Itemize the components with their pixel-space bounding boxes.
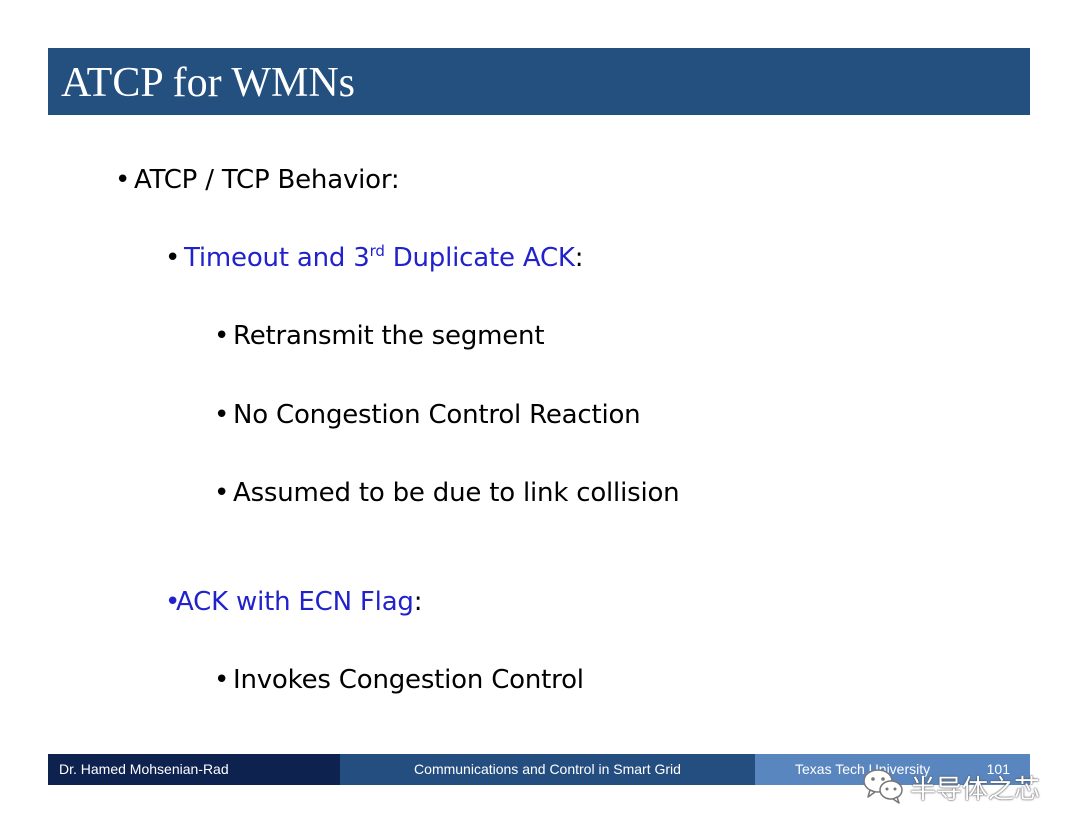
slide-title: ATCP for WMNs [61,60,356,106]
bullet-link-collision: •Assumed to be due to link collision [214,476,680,510]
bullet-marker: • [165,587,181,617]
bullet-marker: • [214,478,230,508]
watermark: 半导体之芯 [862,760,1052,810]
slide-title-bar: ATCP for WMNs [48,48,1030,115]
bullet-text-part: Timeout and 3 [184,243,370,273]
footer-institution: Texas Tech University [795,761,931,777]
bullet-text-part: Duplicate ACK [384,243,575,273]
bullet-no-congestion-control: •No Congestion Control Reaction [214,398,641,432]
superscript: rd [369,242,385,260]
bullet-marker: • [165,243,181,273]
bullet-text: Invokes Congestion Control [233,665,584,695]
bullet-timeout-duplicate-ack: •Timeout and 3rd Duplicate ACK: [165,241,584,275]
footer-course: Communications and Control in Smart Grid [340,754,755,785]
bullet-suffix: : [574,243,584,273]
bullet-text: No Congestion Control Reaction [233,400,641,430]
bullet-ack-ecn-flag: •ACK with ECN Flag: [165,585,423,619]
bullet-text: ATCP / TCP Behavior: [134,165,400,195]
bullet-marker: • [115,165,131,195]
bullet-text-emphasis: Timeout and 3rd Duplicate ACK [184,243,575,273]
bullet-text: Assumed to be due to link collision [233,478,680,508]
footer-author: Dr. Hamed Mohsenian-Rad [48,754,340,785]
bullet-suffix: : [413,587,423,617]
bullet-text-emphasis: ACK with ECN Flag [176,587,414,617]
bullet-atcp-tcp-behavior: •ATCP / TCP Behavior: [115,163,400,197]
bullet-retransmit: •Retransmit the segment [214,319,545,353]
watermark-text: 半导体之芯 [910,775,1041,805]
bullet-marker: • [214,400,230,430]
wechat-icon [863,769,903,804]
page-number: 101 [986,761,1010,777]
bullet-invokes-congestion-control: •Invokes Congestion Control [214,663,584,697]
bullet-text: Retransmit the segment [233,321,545,351]
bullet-marker: • [214,665,230,695]
bullet-marker: • [214,321,230,351]
